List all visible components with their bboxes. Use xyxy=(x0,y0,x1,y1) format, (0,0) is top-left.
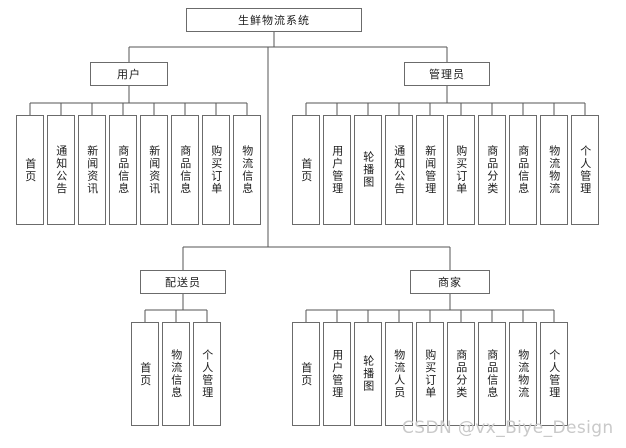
leaf-node-admin-5[interactable]: 购买订单 xyxy=(447,115,475,225)
node-label: 个人管理 xyxy=(578,145,592,195)
node-label: 生鲜物流系统 xyxy=(238,14,310,27)
node-label: 商品信息 xyxy=(516,145,530,195)
leaf-node-admin-3[interactable]: 通知公告 xyxy=(385,115,413,225)
node-label: 商品分类 xyxy=(485,145,499,195)
node-label: 新闻资讯 xyxy=(85,145,99,195)
leaf-node-user-7[interactable]: 物流信息 xyxy=(233,115,261,225)
node-label: 商品信息 xyxy=(178,145,192,195)
group-header-courier[interactable]: 配送员 xyxy=(140,270,226,294)
node-label: 轮播图 xyxy=(361,151,375,189)
leaf-node-admin-7[interactable]: 商品信息 xyxy=(509,115,537,225)
leaf-node-admin-6[interactable]: 商品分类 xyxy=(478,115,506,225)
leaf-node-merchant-2[interactable]: 轮播图 xyxy=(354,322,382,426)
leaf-node-courier-2[interactable]: 个人管理 xyxy=(193,322,221,426)
node-label: 物流物流 xyxy=(547,145,561,195)
node-label: 个人管理 xyxy=(200,349,214,399)
leaf-node-merchant-0[interactable]: 首页 xyxy=(292,322,320,426)
leaf-node-admin-2[interactable]: 轮播图 xyxy=(354,115,382,225)
node-label: 用户管理 xyxy=(330,349,344,399)
node-label: 通知公告 xyxy=(54,145,68,195)
leaf-node-user-4[interactable]: 新闻资讯 xyxy=(140,115,168,225)
leaf-node-admin-1[interactable]: 用户管理 xyxy=(323,115,351,225)
node-label: 通知公告 xyxy=(392,145,406,195)
leaf-node-user-3[interactable]: 商品信息 xyxy=(109,115,137,225)
node-label: 首页 xyxy=(299,361,313,387)
leaf-node-user-2[interactable]: 新闻资讯 xyxy=(78,115,106,225)
leaf-node-merchant-1[interactable]: 用户管理 xyxy=(323,322,351,426)
node-label: 商品信息 xyxy=(116,145,130,195)
node-label: 首页 xyxy=(138,361,152,387)
node-label: 物流信息 xyxy=(240,145,254,195)
node-label: 首页 xyxy=(299,157,313,183)
node-label: 新闻资讯 xyxy=(147,145,161,195)
node-label: 管理员 xyxy=(429,68,465,81)
leaf-node-user-6[interactable]: 购买订单 xyxy=(202,115,230,225)
node-label: 用户管理 xyxy=(330,145,344,195)
node-label: 个人管理 xyxy=(547,349,561,399)
node-label: 商品分类 xyxy=(454,349,468,399)
leaf-node-admin-9[interactable]: 个人管理 xyxy=(571,115,599,225)
group-header-merchant[interactable]: 商家 xyxy=(410,270,490,294)
node-label: 首页 xyxy=(23,157,37,183)
node-label: 物流人员 xyxy=(392,349,406,399)
node-label: 商品信息 xyxy=(485,349,499,399)
leaf-node-merchant-8[interactable]: 个人管理 xyxy=(540,322,568,426)
leaf-node-merchant-3[interactable]: 物流人员 xyxy=(385,322,413,426)
node-label: 新闻管理 xyxy=(423,145,437,195)
node-label: 商家 xyxy=(438,276,462,289)
node-label: 用户 xyxy=(117,68,141,81)
leaf-node-user-1[interactable]: 通知公告 xyxy=(47,115,75,225)
node-label: 物流物流 xyxy=(516,349,530,399)
leaf-node-admin-0[interactable]: 首页 xyxy=(292,115,320,225)
leaf-node-merchant-4[interactable]: 购买订单 xyxy=(416,322,444,426)
group-header-user[interactable]: 用户 xyxy=(90,62,168,86)
group-header-admin[interactable]: 管理员 xyxy=(404,62,490,86)
leaf-node-merchant-5[interactable]: 商品分类 xyxy=(447,322,475,426)
leaf-node-courier-1[interactable]: 物流信息 xyxy=(162,322,190,426)
leaf-node-merchant-7[interactable]: 物流物流 xyxy=(509,322,537,426)
node-label: 购买订单 xyxy=(209,145,223,195)
node-label: 物流信息 xyxy=(169,349,183,399)
root-node[interactable]: 生鲜物流系统 xyxy=(186,8,362,32)
leaf-node-admin-8[interactable]: 物流物流 xyxy=(540,115,568,225)
node-label: 配送员 xyxy=(165,276,201,289)
node-label: 购买订单 xyxy=(423,349,437,399)
node-label: 轮播图 xyxy=(361,355,375,393)
leaf-node-user-5[interactable]: 商品信息 xyxy=(171,115,199,225)
leaf-node-user-0[interactable]: 首页 xyxy=(16,115,44,225)
leaf-node-courier-0[interactable]: 首页 xyxy=(131,322,159,426)
leaf-node-admin-4[interactable]: 新闻管理 xyxy=(416,115,444,225)
node-label: 购买订单 xyxy=(454,145,468,195)
leaf-node-merchant-6[interactable]: 商品信息 xyxy=(478,322,506,426)
